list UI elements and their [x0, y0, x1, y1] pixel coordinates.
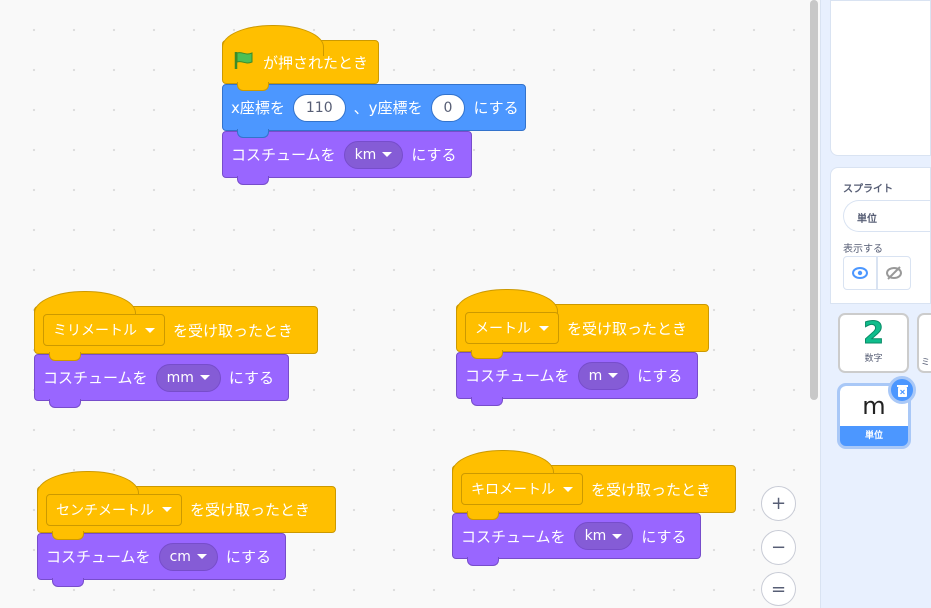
block-text: を受け取ったとき — [591, 480, 712, 499]
sprite-name-input[interactable]: 単位 — [843, 200, 930, 232]
dropdown-arrow-icon — [608, 373, 619, 378]
block-text: を受け取ったとき — [190, 501, 311, 519]
block-text: x座標を — [231, 99, 285, 117]
block-text: にする — [411, 146, 457, 164]
switch-costume-block[interactable]: コスチュームを cm にする — [37, 533, 286, 587]
sprite-name: ミ — [921, 358, 931, 368]
block-text: コスチュームを — [461, 527, 566, 546]
dropdown-value: キロメートル — [471, 482, 555, 498]
sprite-info-panel: スプライト 単位 表示する — [830, 167, 931, 304]
when-i-receive-block[interactable]: メートル を受け取ったとき — [456, 289, 709, 359]
green-flag-icon — [233, 50, 255, 74]
dropdown-arrow-icon — [162, 507, 172, 512]
sprite-tile[interactable]: 2 数字 — [838, 313, 909, 373]
costume-dropdown[interactable]: m — [577, 361, 630, 390]
costume-dropdown[interactable]: km — [573, 522, 634, 550]
block-text: コスチュームを — [465, 367, 570, 385]
y-input[interactable]: 0 — [430, 93, 466, 122]
zoom-in-button[interactable]: + — [761, 486, 796, 521]
block-text: を受け取ったとき — [567, 319, 688, 338]
block-text: にする — [637, 367, 683, 385]
show-button[interactable] — [843, 256, 877, 290]
when-i-receive-block[interactable]: ミリメートル を受け取ったとき — [34, 291, 318, 361]
dropdown-value: メートル — [475, 321, 531, 337]
block-text: にする — [641, 527, 687, 546]
zoom-reset-icon: = — [770, 578, 787, 600]
zoom-reset-button[interactable]: = — [761, 572, 796, 606]
sprite-name: 単位 — [864, 431, 883, 441]
message-dropdown[interactable]: ミリメートル — [43, 314, 165, 346]
block-text: にする — [473, 99, 519, 117]
sprite-name: 数字 — [864, 354, 883, 364]
x-input[interactable]: 110 — [292, 93, 346, 122]
stage — [830, 0, 931, 156]
dropdown-arrow-icon — [196, 554, 207, 559]
when-i-receive-block[interactable]: キロメートル を受け取ったとき — [452, 450, 736, 520]
block-text: 、y座標を — [353, 99, 423, 117]
delete-sprite-button[interactable] — [888, 376, 916, 404]
code-canvas[interactable]: が押されたとき x座標を 110 、y座標を 0 にする コスチュームを km … — [0, 0, 820, 608]
sprite-label: スプライト — [843, 184, 893, 195]
switch-costume-block[interactable]: コスチュームを km にする — [222, 131, 472, 185]
when-i-receive-block[interactable]: センチメートル を受け取ったとき — [37, 471, 336, 540]
message-dropdown[interactable]: キロメートル — [461, 473, 583, 505]
dropdown-value: ミリメートル — [53, 323, 137, 339]
show-label: 表示する — [843, 244, 883, 255]
costume-dropdown[interactable]: cm — [158, 542, 218, 571]
message-dropdown[interactable]: センチメートル — [46, 493, 182, 526]
vertical-scrollbar[interactable] — [810, 0, 818, 400]
eye-slash-icon — [886, 266, 902, 280]
sprite-name-value: 単位 — [857, 214, 877, 225]
dropdown-arrow-icon — [145, 327, 155, 333]
zoom-out-icon: − — [770, 537, 787, 558]
sprite-tile[interactable]: ミ — [917, 313, 931, 373]
dropdown-arrow-icon — [539, 325, 549, 331]
block-text: が押されたとき — [263, 53, 369, 72]
right-panel: スプライト 単位 表示する 2 数字 ミ m 単位 — [820, 0, 931, 608]
dropdown-value: cm — [169, 548, 191, 565]
dropdown-value: m — [588, 367, 603, 384]
block-text: コスチュームを — [46, 548, 151, 566]
dropdown-arrow-icon — [563, 486, 573, 492]
switch-costume-block[interactable]: コスチュームを m にする — [456, 352, 698, 406]
costume-dropdown[interactable]: mm — [155, 363, 221, 392]
dropdown-arrow-icon — [382, 152, 393, 157]
block-text: コスチュームを — [43, 369, 148, 387]
eye-icon — [852, 267, 868, 279]
block-text: にする — [225, 548, 272, 566]
hide-button[interactable] — [877, 256, 911, 290]
dropdown-arrow-icon — [199, 375, 210, 380]
block-text: にする — [228, 369, 274, 387]
zoom-in-icon: + — [770, 493, 787, 514]
dropdown-value: km — [354, 146, 377, 163]
trash-icon — [896, 384, 908, 397]
dropdown-value: センチメートル — [56, 502, 154, 519]
zoom-out-button[interactable]: − — [761, 530, 796, 565]
sprite-thumbnail: 2 — [863, 316, 885, 351]
go-to-xy-block[interactable]: x座標を 110 、y座標を 0 にする — [222, 84, 526, 138]
when-flag-clicked-block[interactable]: が押されたとき — [222, 25, 379, 91]
dropdown-value: mm — [166, 369, 194, 386]
block-text: コスチュームを — [231, 146, 336, 164]
switch-costume-block[interactable]: コスチュームを mm にする — [34, 354, 289, 408]
dropdown-value: km — [584, 528, 607, 544]
block-text: を受け取ったとき — [173, 321, 294, 340]
switch-costume-block[interactable]: コスチュームを km にする — [452, 513, 701, 566]
costume-dropdown[interactable]: km — [343, 140, 404, 169]
dropdown-arrow-icon — [612, 533, 623, 539]
message-dropdown[interactable]: メートル — [465, 312, 559, 344]
